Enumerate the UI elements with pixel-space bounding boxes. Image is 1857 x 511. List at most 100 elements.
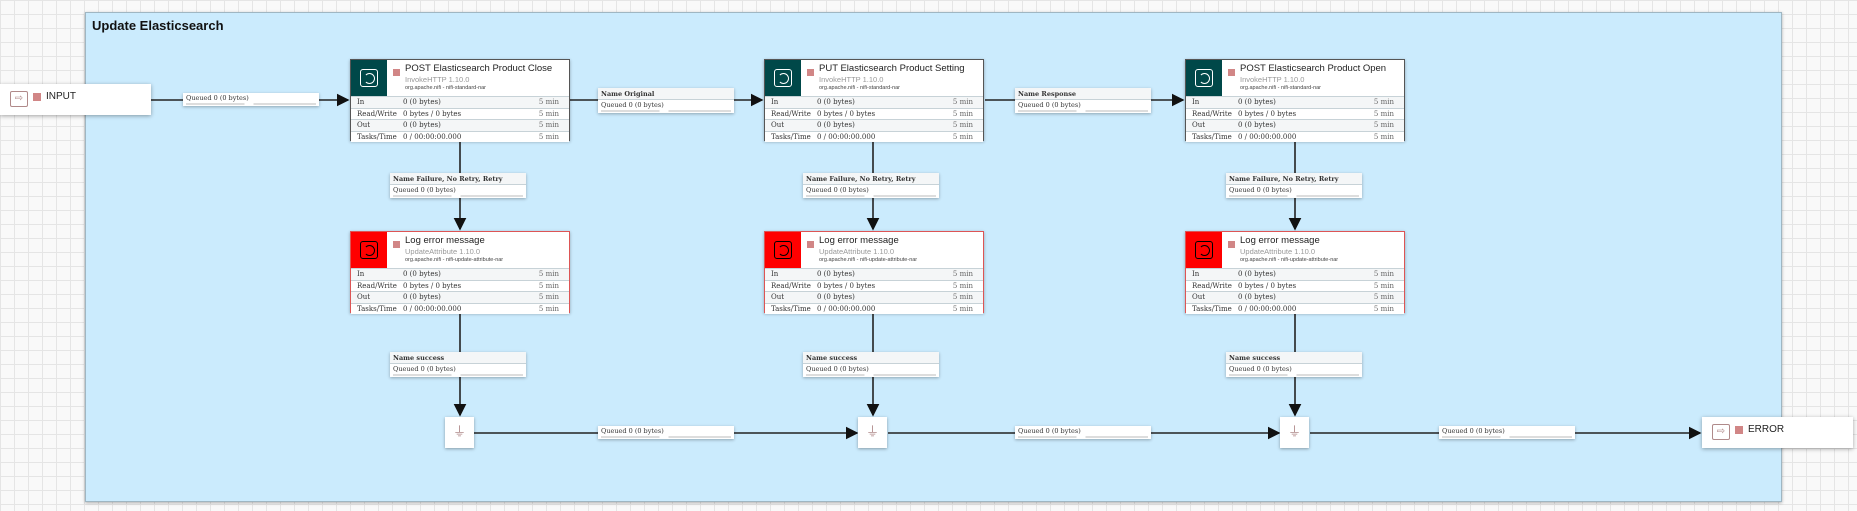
stat-window: 5 min [1373, 304, 1394, 313]
connection-queued: Queued 0 (0 bytes) [390, 185, 526, 198]
connection-queued: Queued 0 (0 bytes) [1439, 426, 1575, 439]
funnel[interactable]: ⏚ [858, 417, 887, 448]
stopped-icon [807, 69, 814, 76]
processor-type: InvokeHTTP 1.10.0 [1240, 75, 1305, 84]
processor-icon [765, 232, 801, 268]
stat-value: 0 (0 bytes) [817, 121, 855, 129]
stat-label: Out [357, 121, 371, 129]
stat-label: In [357, 270, 365, 278]
stat-window: 5 min [952, 109, 973, 118]
stat-window: 5 min [538, 304, 559, 313]
connection-label[interactable]: Queued 0 (0 bytes) [1015, 426, 1151, 439]
stat-window: 5 min [1373, 98, 1394, 106]
processor[interactable]: PUT Elasticsearch Product Setting Invoke… [764, 59, 984, 142]
stat-value: 0 / 00:00:00.000 [817, 304, 876, 313]
stat-window: 5 min [952, 270, 973, 278]
stat-label: Read/Write [771, 281, 811, 290]
connection-label[interactable]: Queued 0 (0 bytes) [1439, 426, 1575, 439]
stat-value: 0 (0 bytes) [817, 98, 855, 106]
funnel[interactable]: ⏚ [445, 417, 474, 448]
connection-name: Name Failure, No Retry, Retry [390, 173, 526, 185]
stat-label: Out [357, 293, 371, 301]
stopped-icon [393, 69, 400, 76]
stat-window: 5 min [1373, 132, 1394, 141]
stat-label: Out [1192, 293, 1206, 301]
funnel-icon: ⏚ [865, 424, 879, 439]
group-title: Update Elasticsearch [92, 18, 224, 33]
input-port-icon: ⇨ [10, 91, 28, 107]
stat-row-in: In 0 (0 bytes) 5 min [765, 268, 983, 280]
connection-label[interactable]: Queued 0 (0 bytes) [598, 426, 734, 439]
stat-label: In [771, 270, 779, 278]
processor[interactable]: POST Elasticsearch Product Close InvokeH… [350, 59, 570, 142]
stat-window: 5 min [1373, 281, 1394, 290]
stat-label: Tasks/Time [771, 132, 811, 141]
output-port-icon: ⇨ [1712, 424, 1730, 440]
stopped-icon [1228, 241, 1235, 248]
output-port-name: ERROR [1748, 424, 1785, 435]
processor-icon [1186, 60, 1222, 96]
stat-window: 5 min [538, 270, 559, 278]
stat-value: 0 / 00:00:00.000 [1238, 132, 1297, 141]
processor-bundle: org.apache.nifi - nifi-standard-nar [819, 85, 901, 91]
connection-label[interactable]: Queued 0 (0 bytes) [183, 93, 319, 106]
stat-value: 0 / 00:00:00.000 [817, 132, 876, 141]
stat-value: 0 bytes / 0 bytes [1238, 281, 1297, 290]
output-port[interactable]: ⇨ ERROR [1702, 417, 1853, 448]
stat-label: Tasks/Time [357, 304, 397, 313]
stat-label: Out [1192, 121, 1206, 129]
stat-window: 5 min [538, 281, 559, 290]
stat-row-out: Out 0 (0 bytes) 5 min [351, 291, 569, 303]
connection-name: Name Failure, No Retry, Retry [803, 173, 939, 185]
processor-name: Log error message [819, 235, 899, 246]
processor-name: POST Elasticsearch Product Open [1240, 63, 1387, 74]
stat-value: 0 (0 bytes) [403, 98, 441, 106]
stat-label: Read/Write [1192, 109, 1232, 118]
funnel[interactable]: ⏚ [1280, 417, 1309, 448]
stat-value: 0 (0 bytes) [817, 270, 855, 278]
connection-queued: Queued 0 (0 bytes) [1015, 100, 1151, 113]
stat-label: In [1192, 98, 1200, 106]
stat-value: 0 (0 bytes) [403, 121, 441, 129]
stopped-icon [1735, 426, 1743, 434]
stat-value: 0 (0 bytes) [1238, 121, 1276, 129]
processor[interactable]: Log error message UpdateAttribute 1.10.0… [350, 231, 570, 314]
stat-window: 5 min [538, 293, 559, 301]
connection-queued: Queued 0 (0 bytes) [1226, 364, 1362, 377]
connection-name: Name Failure, No Retry, Retry [1226, 173, 1362, 185]
processor-type: InvokeHTTP 1.10.0 [819, 75, 884, 84]
stat-value: 0 (0 bytes) [403, 270, 441, 278]
connection-queued: Queued 0 (0 bytes) [390, 364, 526, 377]
input-port[interactable]: ⇨ INPUT [0, 84, 151, 115]
stat-value: 0 bytes / 0 bytes [403, 281, 462, 290]
connection-queued: Queued 0 (0 bytes) [1015, 426, 1151, 439]
stat-label: Tasks/Time [1192, 132, 1232, 141]
stopped-icon [393, 241, 400, 248]
processor[interactable]: Log error message UpdateAttribute 1.10.0… [764, 231, 984, 314]
stat-window: 5 min [1373, 109, 1394, 118]
connection-name: Name success [390, 352, 526, 364]
stat-row-rw: Read/Write 0 bytes / 0 bytes 5 min [1186, 107, 1404, 119]
stat-value: 0 bytes / 0 bytes [1238, 109, 1297, 118]
stat-value: 0 (0 bytes) [403, 293, 441, 301]
connection-queued: Queued 0 (0 bytes) [803, 364, 939, 377]
funnel-icon: ⏚ [1287, 424, 1301, 439]
processor[interactable]: Log error message UpdateAttribute 1.10.0… [1185, 231, 1405, 314]
processor[interactable]: POST Elasticsearch Product Open InvokeHT… [1185, 59, 1405, 142]
